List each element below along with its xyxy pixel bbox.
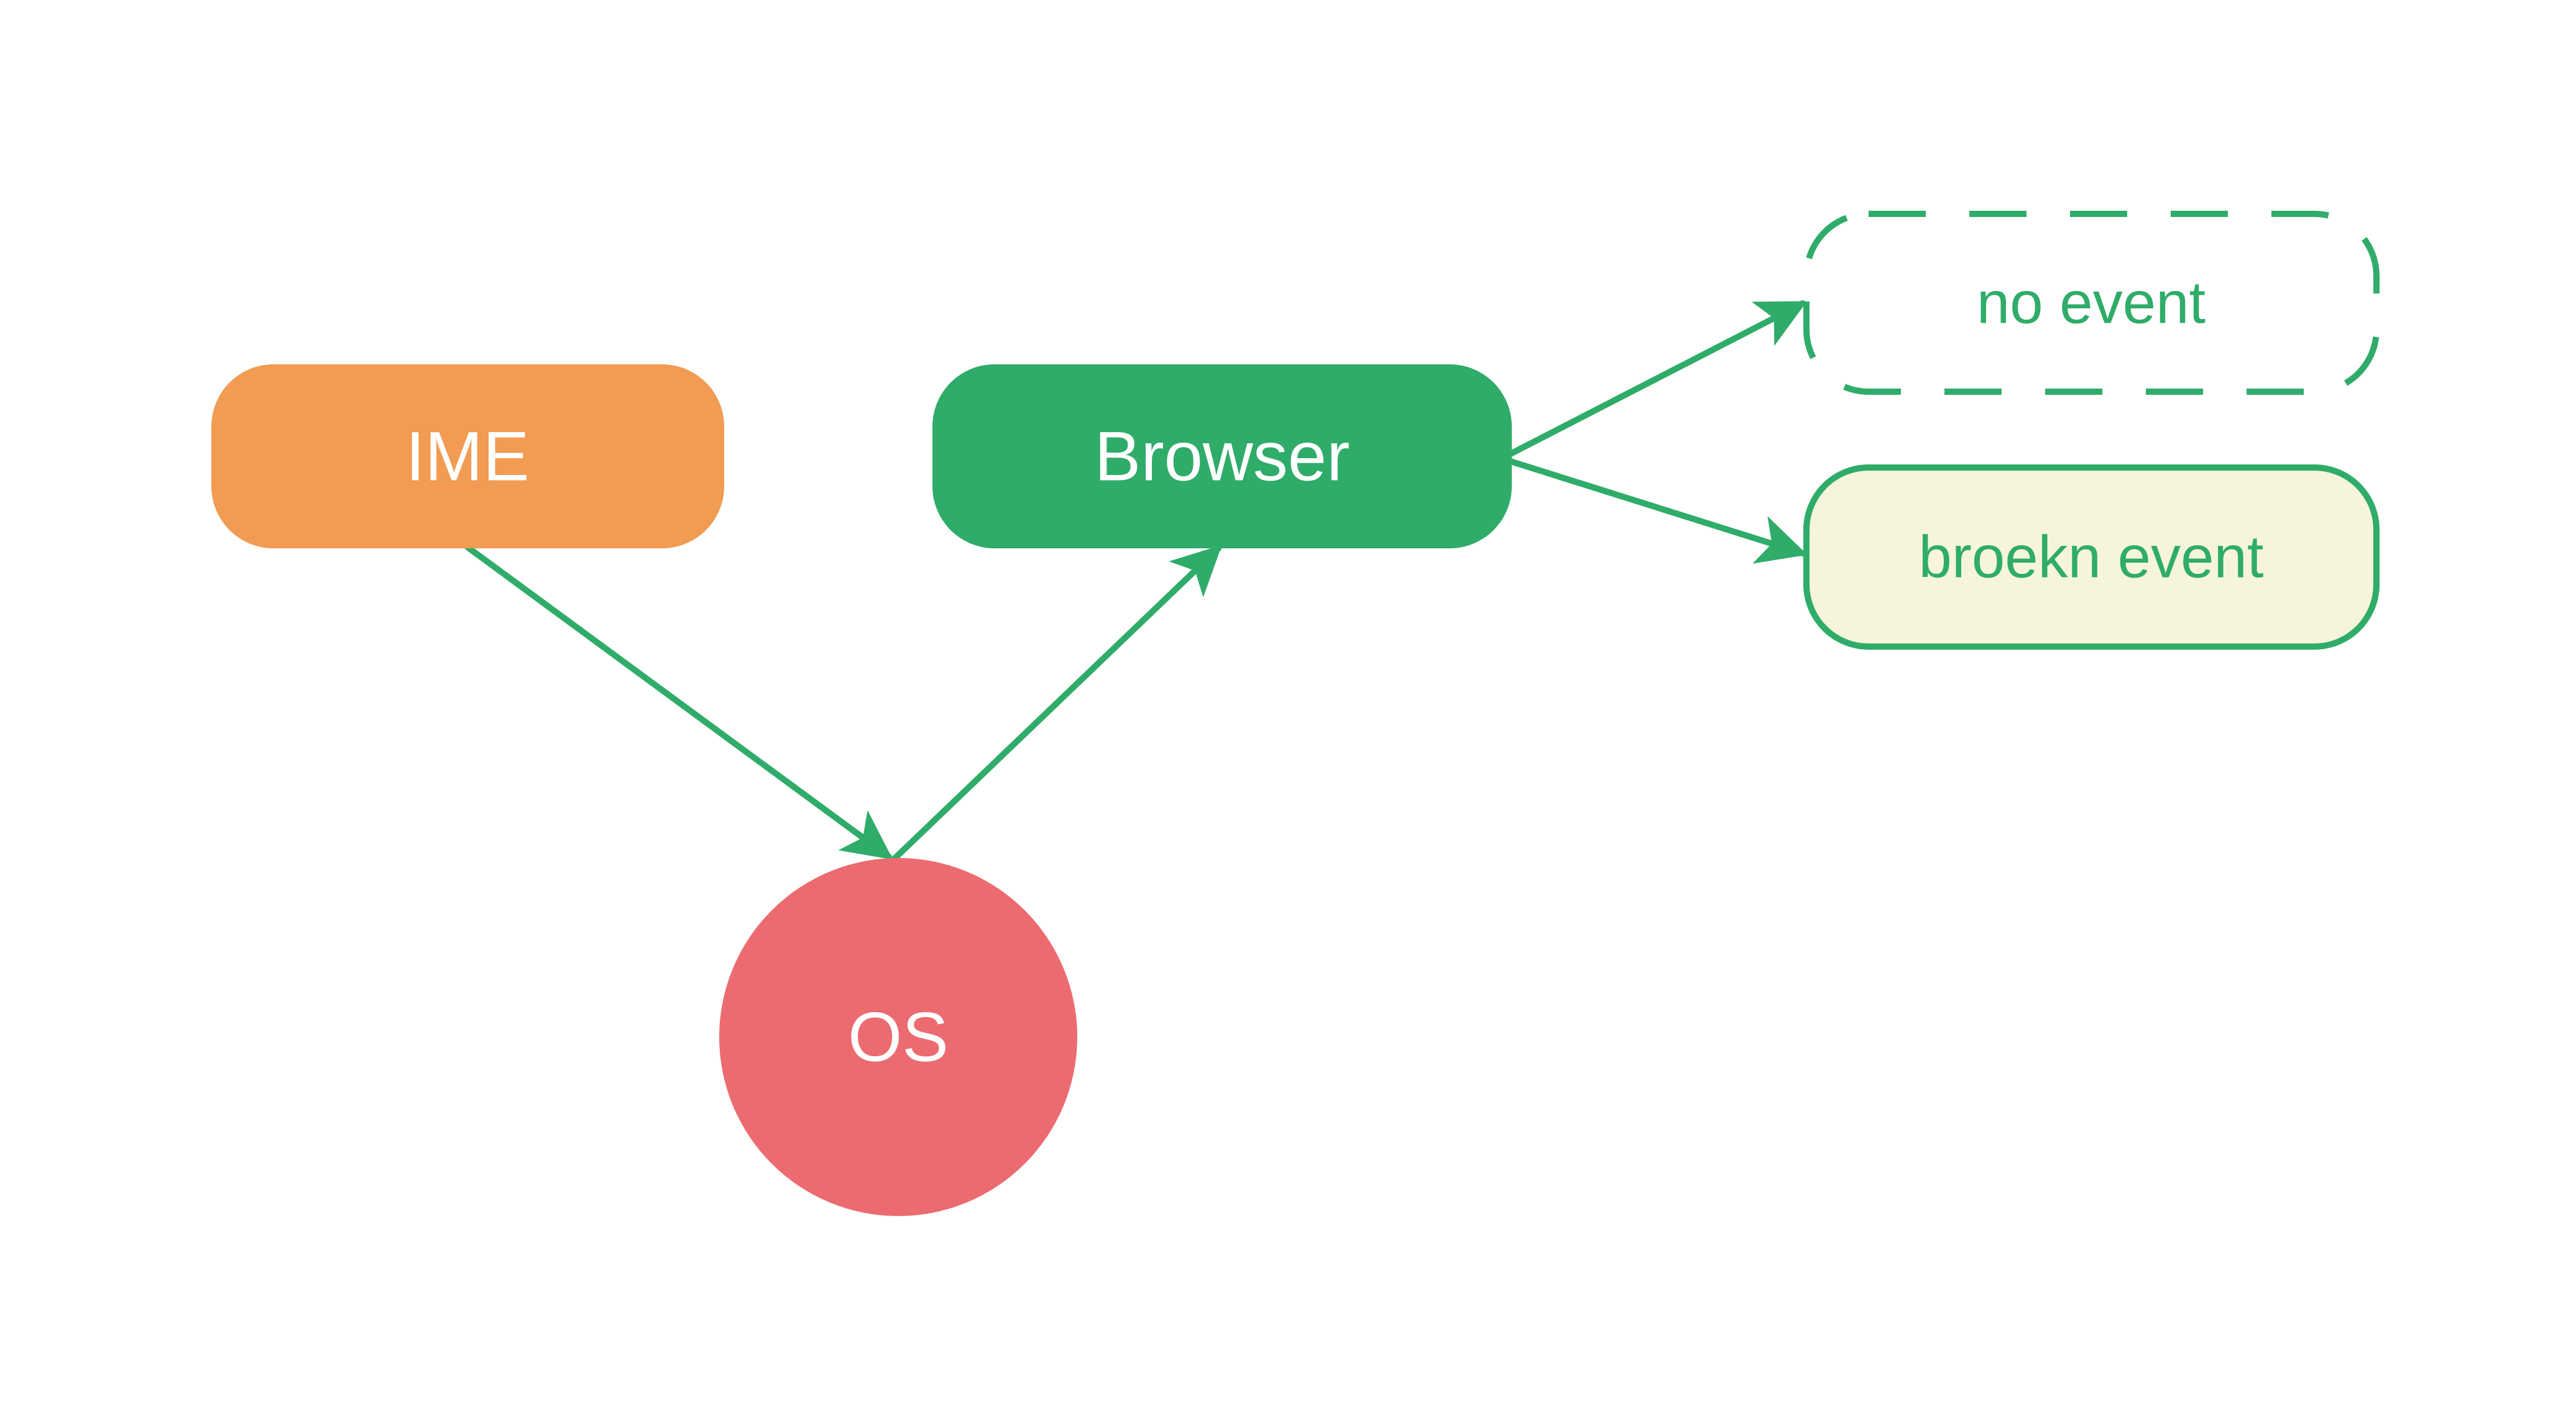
node-no-event: no event bbox=[1803, 211, 2380, 395]
node-browser-box bbox=[932, 364, 1512, 548]
node-no-event-box bbox=[1803, 211, 2380, 395]
node-no-event-label: no event bbox=[1977, 270, 2206, 336]
node-browser: Browser bbox=[932, 364, 1512, 548]
node-browser-label: Browser bbox=[1095, 418, 1350, 496]
edges bbox=[464, 300, 1808, 861]
node-broken-event-label: broekn event bbox=[1918, 524, 2263, 591]
node-ime: IME bbox=[211, 364, 724, 548]
edge-browser-to-no-event bbox=[1507, 300, 1808, 457]
node-ime-label: IME bbox=[405, 418, 529, 496]
node-os: OS bbox=[719, 858, 1077, 1216]
node-os-circle bbox=[719, 858, 1077, 1216]
node-broken-event-box bbox=[1803, 464, 2380, 650]
edge-browser-to-broken-event bbox=[1507, 458, 1808, 564]
edge-os-to-browser bbox=[892, 545, 1222, 861]
node-os-label: OS bbox=[848, 998, 949, 1076]
node-ime-box bbox=[211, 364, 724, 548]
node-broken-event: broekn event bbox=[1803, 464, 2380, 650]
edge-ime-to-os bbox=[464, 544, 893, 860]
